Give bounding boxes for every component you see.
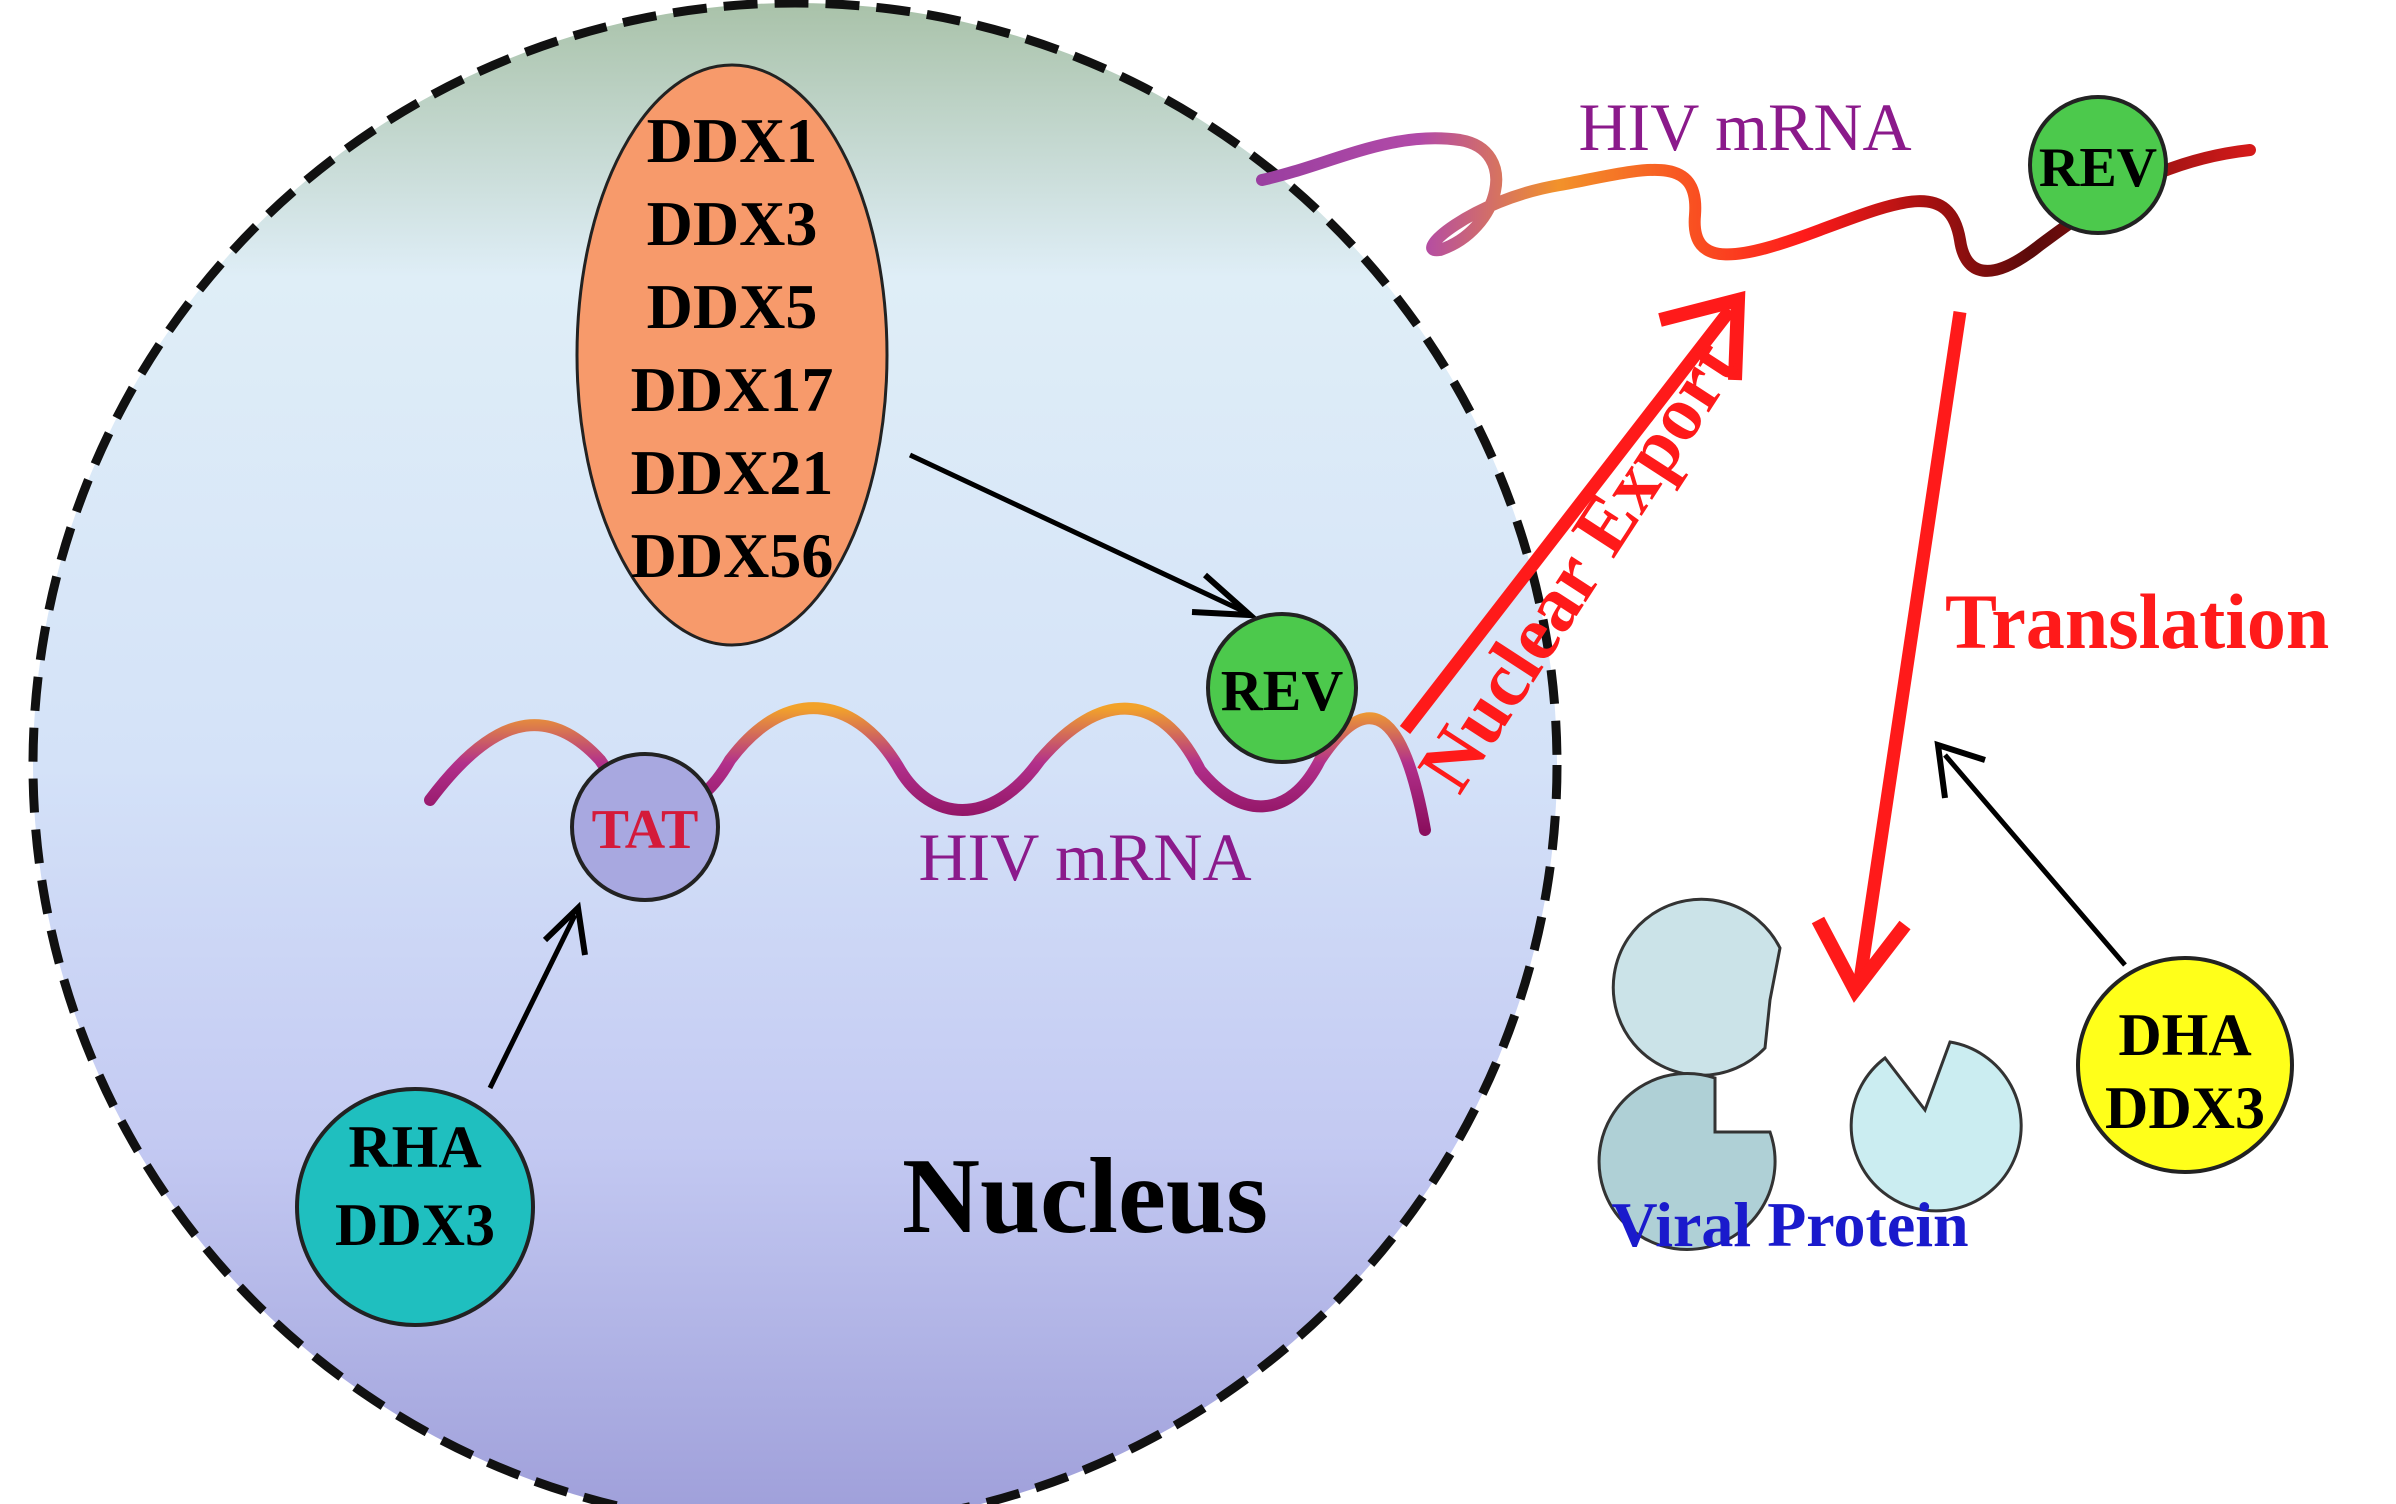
rha-to-tat-arrowhead xyxy=(542,901,588,956)
dha-circle xyxy=(2076,956,2294,1174)
rev-cytoplasm-label: REV xyxy=(2039,137,2157,199)
rha-label-line1: RHA xyxy=(348,1114,481,1180)
ddx-to-rev-arrowhead xyxy=(1191,572,1259,619)
ddx-item: DDX5 xyxy=(647,271,818,342)
ddx-item: DDX21 xyxy=(631,437,834,508)
rha-label-line2: DDX3 xyxy=(335,1192,495,1258)
rev-nuclear-circle xyxy=(1206,612,1358,764)
viral-protein-label: Viral Protein xyxy=(1611,1189,1968,1260)
rha-circle xyxy=(295,1087,535,1327)
rev-nuclear-label: REV xyxy=(1221,658,1344,723)
dha-to-translation-arrowhead xyxy=(1934,740,1986,799)
translation-label: Translation xyxy=(1945,578,2329,665)
nuclear-mrna-label: HIV mRNA xyxy=(918,819,1251,895)
translation-arrow xyxy=(1853,311,1967,981)
nucleus-label: Nucleus xyxy=(902,1137,1268,1256)
ddx-item: DDX17 xyxy=(631,354,834,425)
ddx-group-oval xyxy=(575,63,889,647)
ddx-item: DDX3 xyxy=(647,188,818,259)
cytoplasm-mrna-strand xyxy=(1256,132,2256,277)
ddx-item: DDX56 xyxy=(631,520,834,591)
dha-label-line1: DHA xyxy=(2118,1002,2251,1068)
rha-to-tat-arrow xyxy=(487,913,578,1090)
nuclear-export-arrowhead xyxy=(1658,290,1746,381)
tat-label: TAT xyxy=(592,799,699,861)
dha-to-translation-arrow xyxy=(1943,753,2127,967)
dha-label-line2: DDX3 xyxy=(2105,1075,2265,1141)
rev-cytoplasm-circle xyxy=(2028,95,2168,235)
cytoplasm-mrna-label: HIV mRNA xyxy=(1578,89,1911,165)
viral-protein-shape xyxy=(1597,1071,1777,1251)
nuclear-export-arrow xyxy=(1399,306,1736,734)
tat-circle xyxy=(570,752,720,902)
translation-arrowhead xyxy=(1811,916,1911,1003)
viral-protein-shape xyxy=(1611,897,1782,1077)
ddx-item: DDX1 xyxy=(647,105,818,176)
ddx-to-rev-arrow xyxy=(908,452,1247,615)
viral-protein-shape xyxy=(1849,1040,2023,1213)
